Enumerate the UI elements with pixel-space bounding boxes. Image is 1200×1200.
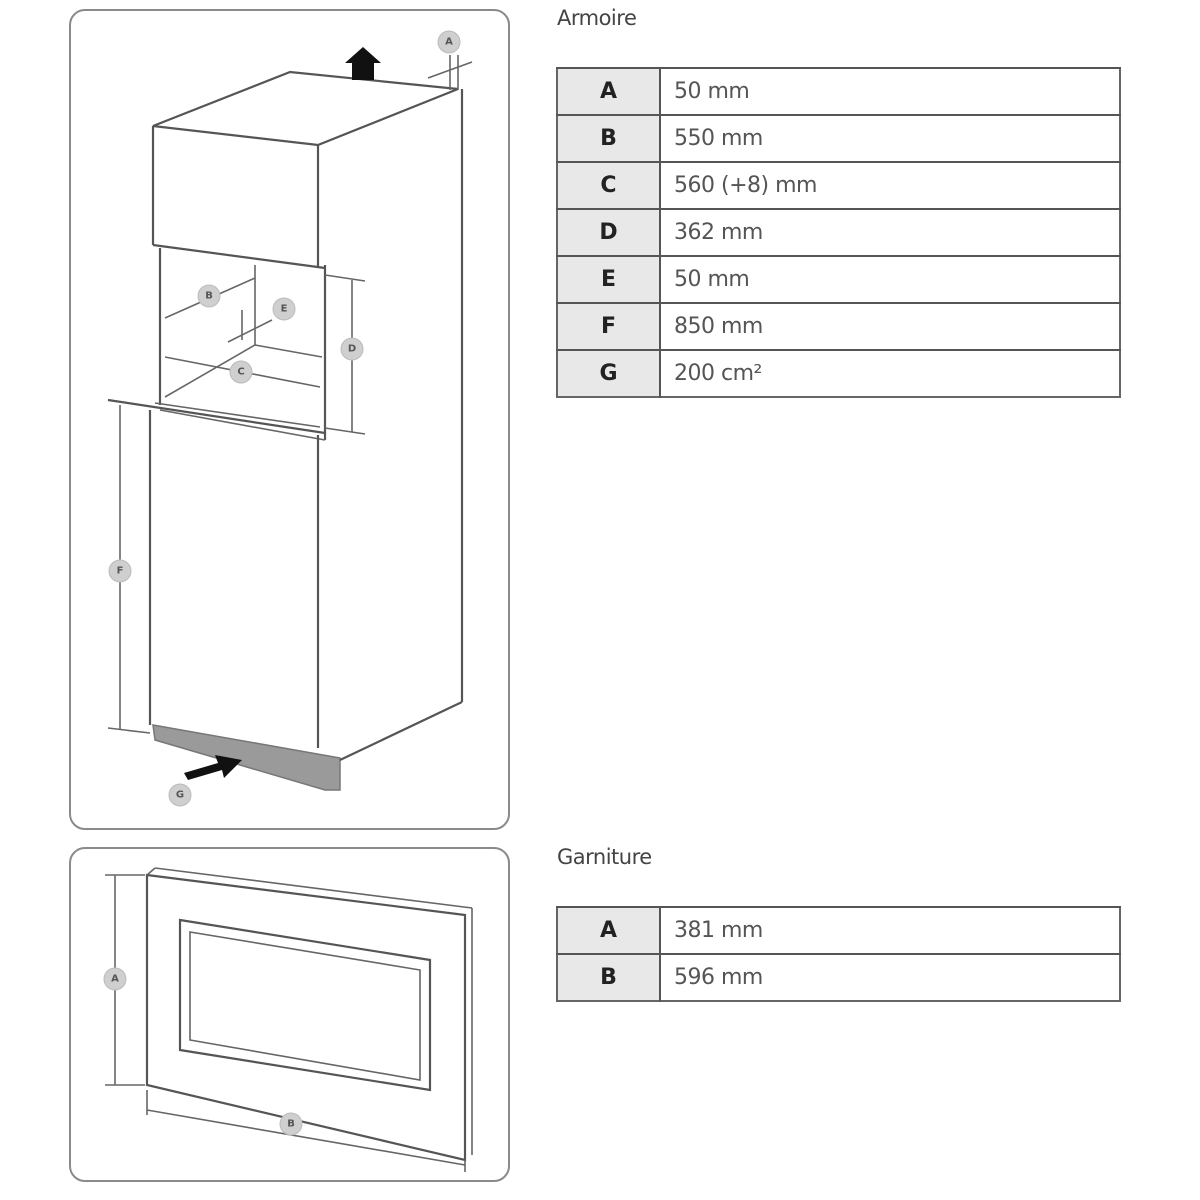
label-e: E xyxy=(281,304,288,315)
label-b: B xyxy=(205,291,213,302)
trim-drawing xyxy=(105,867,473,1172)
label-a: A xyxy=(445,37,453,48)
cabinet-labels: A B C D E F G xyxy=(108,30,461,807)
trim-label-b: B xyxy=(287,1119,295,1130)
dimension-key: B xyxy=(557,953,661,1001)
label-g: G xyxy=(176,790,184,801)
dimension-value: 381 mm xyxy=(660,906,1120,954)
air-in-arrow-icon xyxy=(184,755,242,780)
dimension-value: 50 mm xyxy=(660,67,1120,115)
plinth-vent xyxy=(152,724,341,791)
label-d: D xyxy=(348,344,356,355)
cabinet-drawing xyxy=(107,47,473,791)
cabinet-diagram-panel xyxy=(69,9,510,830)
dimension-key: B xyxy=(557,114,661,162)
dimension-key: C xyxy=(557,161,661,209)
dimension-value: 50 mm xyxy=(660,255,1120,303)
trim-labels: A B xyxy=(103,967,303,1136)
dimension-value: 550 mm xyxy=(660,114,1120,162)
garniture-title: Garniture xyxy=(557,845,652,869)
dimension-key: F xyxy=(557,302,661,350)
trim-label-a: A xyxy=(111,974,119,985)
label-f: F xyxy=(117,566,124,577)
dimension-key: A xyxy=(557,67,661,115)
armoire-title: Armoire xyxy=(557,6,637,30)
dimension-key: D xyxy=(557,208,661,256)
dimension-value: 850 mm xyxy=(660,302,1120,350)
dimension-key: E xyxy=(557,255,661,303)
dimension-value: 560 (+8) mm xyxy=(660,161,1120,209)
dimension-value: 596 mm xyxy=(660,953,1120,1001)
dimension-key: A xyxy=(557,906,661,954)
dimension-value: 362 mm xyxy=(660,208,1120,256)
dimension-value: 200 cm² xyxy=(660,349,1120,397)
air-out-arrow-icon xyxy=(345,47,381,80)
dimension-key: G xyxy=(557,349,661,397)
label-c: C xyxy=(237,367,244,378)
